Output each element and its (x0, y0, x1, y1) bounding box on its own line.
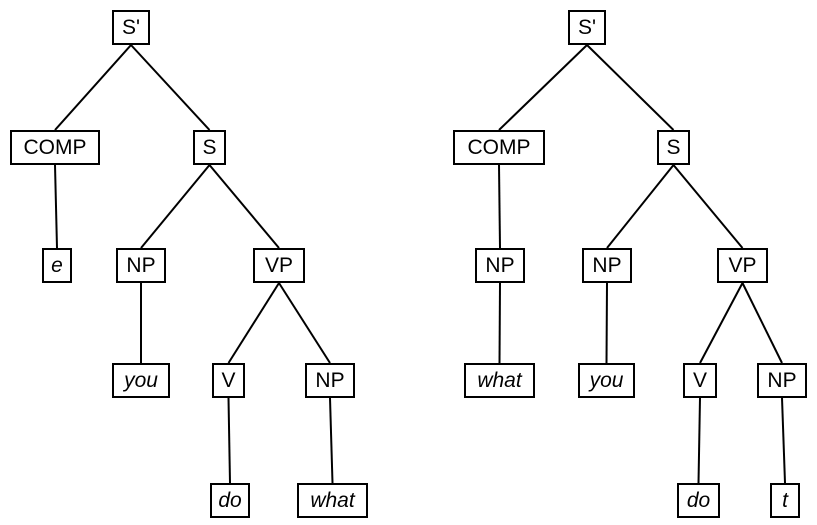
tree-branch (54, 44, 132, 131)
tree-node-l-what: what (297, 483, 368, 518)
tree-branch (741, 282, 783, 364)
tree-branch (699, 282, 744, 364)
tree-node-r-you: you (578, 363, 635, 398)
tree-node-l-comp: COMP (10, 130, 100, 165)
tree-branch (278, 282, 331, 364)
tree-node-l-v: V (212, 363, 245, 398)
tree-node-r-comp: COMP (453, 130, 545, 165)
tree-node-l-s: S (193, 130, 226, 165)
tree-branch (140, 164, 211, 249)
tree-node-r-vp: VP (717, 248, 768, 283)
tree-branch (606, 164, 675, 249)
tree-node-l-do: do (210, 483, 250, 518)
tree-node-r-np2: NP (757, 363, 807, 398)
tree-branch (227, 282, 280, 364)
tree-node-l-vp: VP (253, 248, 305, 283)
tree-branch (130, 44, 211, 131)
tree-node-r-what: what (464, 363, 535, 398)
tree-node-l-sbar: S' (112, 10, 150, 45)
tree-node-r-np1: NP (582, 248, 632, 283)
tree-branch (54, 164, 58, 249)
tree-branch (586, 44, 675, 131)
tree-branch (498, 44, 588, 131)
tree-branch (329, 397, 334, 484)
tree-branch (208, 164, 280, 249)
tree-node-r-sbar: S' (568, 10, 606, 45)
tree-node-r-s: S (657, 130, 690, 165)
tree-branch (227, 397, 231, 484)
tree-node-l-np2: NP (305, 363, 355, 398)
tree-node-l-e: e (42, 248, 72, 283)
tree-branch (697, 397, 701, 484)
tree-branch (672, 164, 744, 249)
tree-branch (781, 397, 786, 484)
tree-node-l-np1: NP (116, 248, 166, 283)
tree-branch (498, 282, 501, 364)
tree-node-r-np0: NP (475, 248, 525, 283)
tree-branch (605, 282, 608, 364)
tree-node-l-you: you (112, 363, 170, 398)
tree-branch (498, 164, 501, 249)
tree-node-r-do: do (677, 483, 720, 518)
tree-node-r-t: t (770, 483, 800, 518)
tree-node-r-v: V (683, 363, 717, 398)
